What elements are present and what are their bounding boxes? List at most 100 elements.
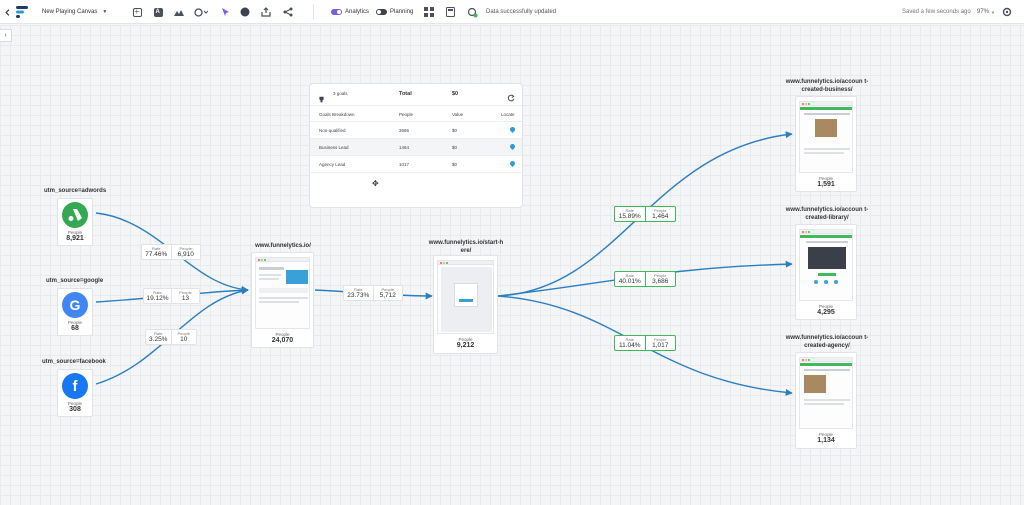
- goals-col-header: Goals Breakdown: [319, 112, 355, 117]
- rate-label: Rate: [625, 208, 634, 213]
- people-value: 1,017: [652, 342, 669, 349]
- people-label: People: [177, 331, 190, 336]
- people-label: People: [818, 304, 833, 309]
- rate-value: 23.73%: [347, 292, 370, 299]
- rate-label: Rate: [625, 337, 634, 342]
- page-node-agency[interactable]: People 1,134: [795, 352, 857, 449]
- shape-tool-icon[interactable]: [194, 5, 208, 19]
- refresh-icon[interactable]: [507, 89, 515, 107]
- source-node-facebook[interactable]: f People 308: [57, 369, 93, 417]
- locate-pin-icon[interactable]: [508, 159, 517, 168]
- people-label: People: [275, 332, 290, 337]
- goal-row: Business Lead 1464 $0: [310, 139, 522, 156]
- text-tool-icon[interactable]: A: [151, 5, 165, 19]
- calculator-icon[interactable]: [443, 5, 457, 19]
- pointer-icon[interactable]: [218, 5, 232, 19]
- toolbar-divider: [313, 4, 314, 20]
- people-label: People: [654, 337, 667, 342]
- chevron-down-icon: ▼: [991, 9, 995, 15]
- people-count: 1,591: [817, 181, 835, 188]
- page-title-library: www.funnelytics.io/accoun t-created-libr…: [785, 207, 869, 221]
- locate-pin-icon[interactable]: [508, 125, 517, 134]
- planning-toggle[interactable]: Planning: [376, 0, 413, 24]
- people-label: People: [179, 246, 192, 251]
- goals-total-label: Total: [399, 91, 412, 97]
- move-handle-icon[interactable]: ✥: [372, 179, 379, 188]
- zoom-dropdown[interactable]: 97% ▼: [977, 0, 995, 24]
- goal-value: $0: [452, 145, 458, 150]
- people-label: People: [654, 273, 667, 278]
- people-count: 1,134: [817, 437, 835, 444]
- analytics-toggle[interactable]: Analytics: [331, 0, 369, 24]
- goals-col-header: People: [399, 112, 414, 117]
- people-count: 9,212: [456, 342, 475, 349]
- goals-panel: 3 goals Total $0 Goals Breakdown People …: [309, 83, 523, 208]
- dashboard-grid-icon[interactable]: [422, 5, 436, 19]
- rate-value: 15.89%: [618, 213, 641, 220]
- planning-switch[interactable]: [376, 9, 387, 15]
- analytics-label: Analytics: [345, 9, 370, 15]
- people-value: 1,464: [652, 213, 669, 220]
- source-node-google[interactable]: G People 68: [57, 288, 93, 336]
- canvas-name-dropdown[interactable]: New Playing Canvas ▼: [42, 0, 107, 24]
- people-value: 5,712: [379, 292, 396, 299]
- saved-text: Saved a few seconds ago: [902, 9, 971, 15]
- goal-name: Agency Lead: [319, 162, 346, 167]
- goal-value: $0: [452, 162, 458, 167]
- page-node-business[interactable]: People 1,591: [795, 96, 857, 192]
- image-tool-icon[interactable]: [172, 5, 186, 19]
- add-step-icon[interactable]: +: [130, 5, 144, 19]
- goal-people: 1017: [399, 162, 410, 167]
- sync-data-icon[interactable]: [465, 5, 479, 19]
- goal-name: Business Lead: [319, 145, 349, 150]
- people-label: People: [179, 290, 192, 295]
- page-thumbnail: [437, 260, 494, 334]
- source-title-facebook: utm_source=facebook: [42, 359, 106, 365]
- status-text: Data successfully updated: [486, 9, 557, 15]
- rate-label: Rate: [152, 246, 161, 251]
- share-network-icon[interactable]: [281, 5, 295, 19]
- people-count: 8,921: [66, 235, 84, 242]
- people-label: People: [381, 287, 394, 292]
- goal-name: Non-qualified: [319, 128, 346, 133]
- page-node-library[interactable]: People 4,295: [795, 224, 857, 320]
- page-thumbnail: [799, 357, 853, 429]
- page-thumbnail: [255, 257, 310, 329]
- color-palette-icon[interactable]: [238, 5, 252, 19]
- trophy-icon: [318, 90, 325, 108]
- people-value: 10: [180, 336, 188, 343]
- locate-pin-icon[interactable]: [508, 142, 517, 151]
- page-node-home[interactable]: People 24,070: [251, 252, 314, 348]
- source-node-adwords[interactable]: People 8,921: [57, 198, 93, 246]
- funnelytics-logo-icon[interactable]: [15, 0, 29, 24]
- people-value: 13: [181, 295, 190, 302]
- page-title-start-here: www.funnelytics.io/start-h ere/: [428, 240, 504, 254]
- back-icon[interactable]: [4, 0, 11, 24]
- goals-total-value: $0: [452, 91, 459, 97]
- goal-people: 1464: [399, 145, 410, 150]
- analytics-switch[interactable]: [331, 9, 342, 15]
- people-label: People: [67, 401, 82, 406]
- expand-sidebar-icon[interactable]: ›: [0, 29, 12, 42]
- rate-label: Rate: [625, 273, 634, 278]
- rate-value: 40.01%: [618, 278, 641, 285]
- zoom-level: 97%: [977, 9, 990, 15]
- people-label: People: [458, 337, 473, 342]
- status-message: Data successfully updated: [486, 0, 556, 24]
- google-ads-icon: [62, 202, 88, 228]
- google-g-icon: G: [62, 292, 88, 318]
- rate-value: 19.12%: [146, 295, 169, 302]
- chevron-down-icon: ▼: [102, 9, 108, 15]
- people-value: 6,910: [177, 251, 194, 258]
- page-node-start-here[interactable]: People 9,212: [433, 255, 498, 354]
- people-count: 68: [71, 325, 79, 332]
- settings-gear-icon[interactable]: [1000, 5, 1014, 19]
- share-export-icon[interactable]: [259, 5, 273, 19]
